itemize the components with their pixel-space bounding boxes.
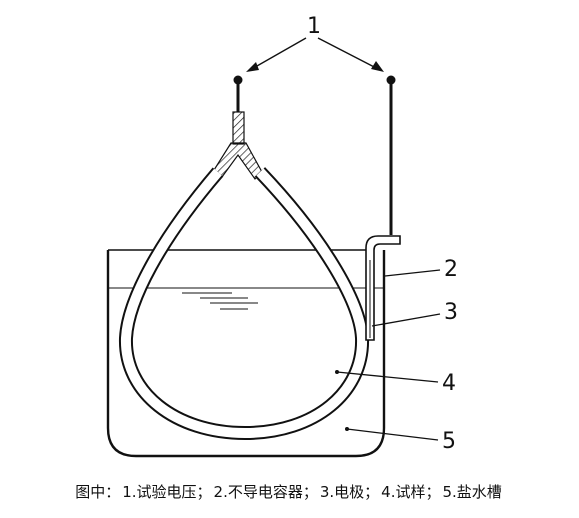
- test-apparatus-diagram: 1 2 3 4 5: [106, 14, 458, 458]
- caption-item-container: 2.不导电容器；: [213, 483, 318, 501]
- arrow-right-head: [371, 61, 384, 72]
- label-4: 4: [442, 371, 456, 396]
- arrow-left-head: [246, 62, 259, 72]
- label-1: 1: [307, 14, 321, 39]
- label-3: 3: [444, 300, 458, 325]
- clamp-stem: [232, 111, 245, 145]
- sample-tube-inner: [120, 168, 368, 439]
- caption-item-voltage: 1.试验电压；: [122, 483, 212, 501]
- figure-caption: 图中：1.试验电压；2.不导电容器；3.电极；4.试样；5.盐水槽: [0, 481, 579, 502]
- caption-item-saltwater: 5.盐水槽: [442, 483, 502, 501]
- clamp-body: [213, 142, 263, 180]
- caption-prefix: 图中：: [75, 483, 121, 501]
- leader-lines: [336, 269, 441, 441]
- leader-dots: [335, 370, 349, 431]
- caption-item-electrode: 3.电极；: [319, 483, 380, 501]
- water-wave-marks: [182, 292, 258, 310]
- label-2: 2: [444, 257, 458, 282]
- voltage-arrows: [249, 37, 381, 71]
- label-5: 5: [442, 429, 456, 454]
- electrode-hook: [365, 235, 401, 341]
- container: [106, 250, 386, 458]
- caption-item-sample: 4.试样；: [381, 483, 441, 501]
